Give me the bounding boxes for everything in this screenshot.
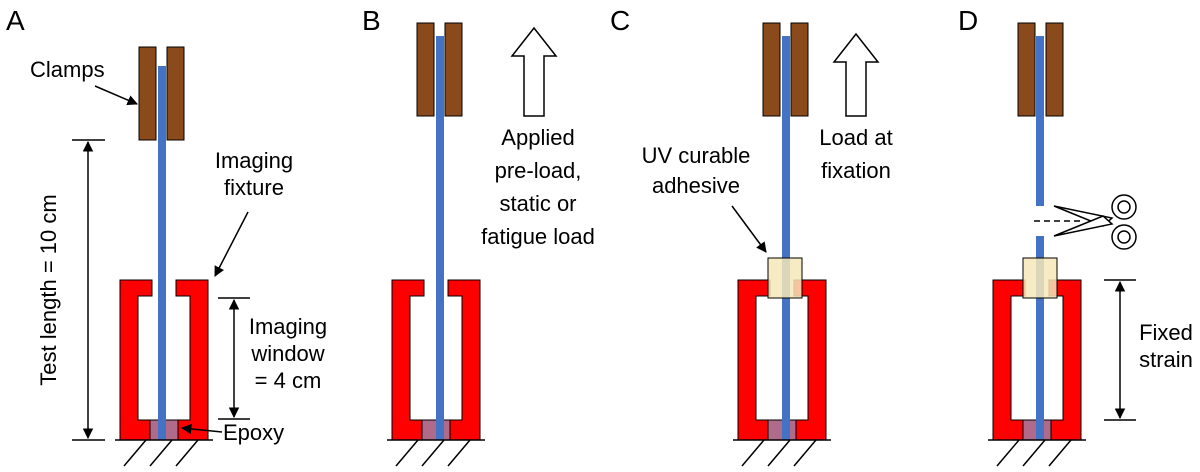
fiber-sample [436,36,444,440]
load-label-line1: Applied [501,125,574,150]
panel-letter-d: D [958,5,978,36]
epoxy-label: Epoxy [223,420,284,445]
load-fixation-label-line2: fixation [821,158,891,183]
epoxy-pointer-arrow [180,423,223,435]
clamp-right [166,46,185,141]
clamp-left [1017,22,1036,117]
imaging-window-label-line1: Imaging [249,314,327,339]
uv-adhesive-block [1022,257,1058,299]
scissors-icon [1053,194,1137,250]
adhesive-pointer-arrow [731,205,767,253]
clamps-pointer-arrow [94,85,138,106]
fixture-pointer-arrow [214,211,249,277]
uv-adhesive-label-line1: UV curable [642,143,751,168]
clamp-right [444,22,463,117]
fiber-upper-cut [1036,36,1044,206]
ground-hatch [741,439,817,467]
ground-hatch [123,439,199,467]
clamp-left [762,22,781,117]
load-up-arrow [832,32,880,117]
panel-letter-c: C [610,5,630,36]
panel-b: B Applied pre-load, static or fatigue lo… [362,5,595,467]
fixed-strain-label-line2: strain [1139,347,1193,372]
panel-d: D Fixed strain [958,5,1193,467]
fixed-strain-label-line1: Fixed [1139,320,1193,345]
clamps-label: Clamps [30,57,105,82]
fiber-lower-fixed [1036,236,1044,440]
load-fixation-label-line1: Load at [819,125,892,150]
clamp-right [1045,22,1064,117]
ground-hatch [996,439,1072,467]
panel-a: A Clamps Test length = 10 cm Imaging fix… [6,5,327,467]
clamp-right [790,22,809,117]
load-label-line3: static or [499,191,576,216]
uv-adhesive-label-line2: adhesive [652,173,740,198]
imaging-window-label-line2: window [250,341,324,366]
fiber-sample [782,36,790,440]
load-label-line4: fatigue load [481,224,595,249]
load-up-arrow [510,26,558,117]
test-length-label: Test length = 10 cm [36,194,61,385]
panel-c: C UV curable adhesive Load at fixation [610,5,893,467]
imaging-fixture-label-line2: fixture [224,175,284,200]
imaging-fixture-label-line1: Imaging [215,148,293,173]
load-label-line2: pre-load, [495,158,582,183]
clamp-left [138,46,157,141]
panel-letter-b: B [362,5,381,36]
ground-hatch [395,439,471,467]
clamp-left [416,22,435,117]
fiber-sample [158,66,166,440]
panel-letter-a: A [6,5,25,36]
uv-adhesive-block [767,257,803,299]
imaging-window-label-line3: = 4 cm [255,368,322,393]
